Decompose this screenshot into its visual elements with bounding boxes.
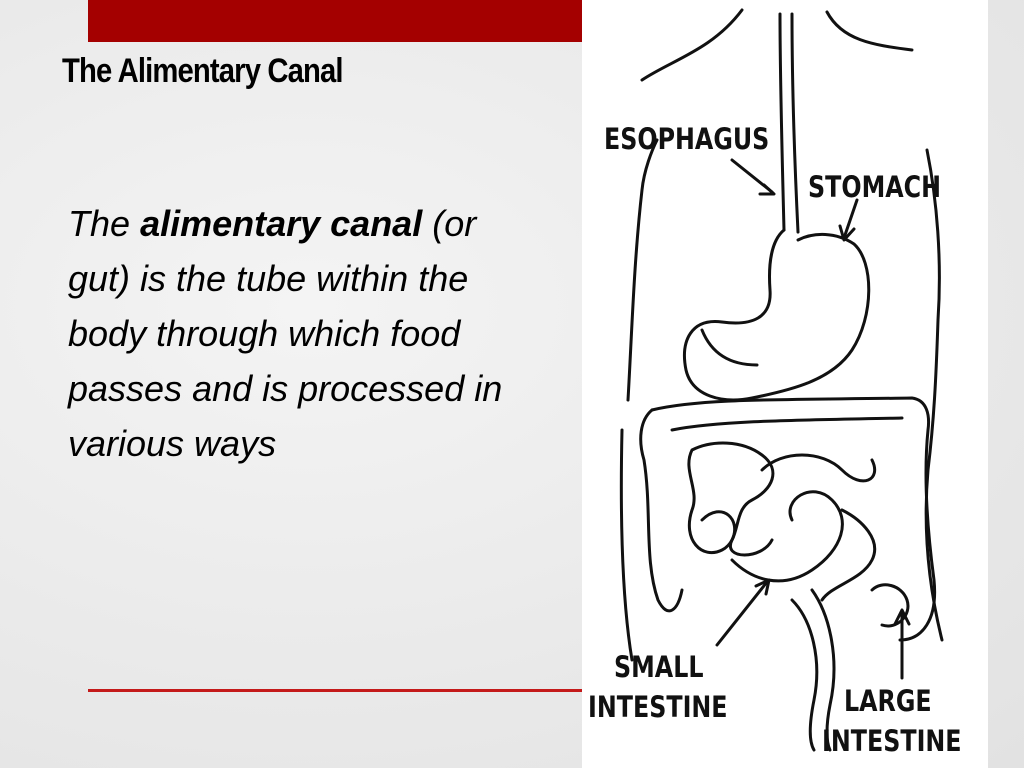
esophagus-left-wall: [778, 12, 786, 232]
label-large-intestine-line1: LARGE: [844, 684, 932, 718]
right-shoulder-line: [825, 10, 914, 52]
small-intestine-coil-5: [700, 510, 774, 557]
stomach-outline: [683, 228, 871, 402]
header-accent-bar: [88, 0, 668, 42]
slide-body-text: The alimentary canal (or gut) is the tub…: [68, 196, 538, 471]
colon-transverse-ascending: [650, 396, 937, 642]
rectum-left: [790, 598, 819, 752]
arrow-stomach: [842, 198, 859, 240]
digestive-system-illustration: ESOPHAGUS STOMACH SMALL INTESTINE LARGE …: [582, 0, 988, 768]
digestive-system-drawing: [619, 8, 944, 752]
arrow-stomach-head: [838, 224, 856, 242]
small-intestine-coil-1: [687, 441, 775, 555]
arrow-small-intestine-head: [754, 578, 771, 596]
left-torso-outline: [626, 138, 659, 402]
label-stomach: STOMACH: [808, 170, 941, 204]
label-small-intestine-line2: INTESTINE: [588, 690, 728, 724]
rectum-right: [810, 588, 836, 752]
label-esophagus: ESOPHAGUS: [604, 122, 770, 156]
left-shoulder-line: [640, 8, 744, 82]
small-intestine-coil-3: [730, 490, 844, 583]
left-hip-outline: [619, 428, 634, 662]
arrow-small-intestine: [715, 580, 769, 647]
label-large-intestine-line2: INTESTINE: [822, 724, 962, 758]
stomach-curve: [700, 328, 759, 367]
body-lead: The: [68, 203, 131, 244]
footer-rule: [88, 689, 584, 692]
arrow-large-intestine-head: [893, 608, 911, 626]
right-torso-outline: [924, 148, 944, 642]
colon-inner-line: [670, 416, 904, 432]
label-small-intestine-line1: SMALL: [614, 650, 704, 684]
small-intestine-coil-2: [760, 453, 877, 483]
colon-descending: [639, 408, 684, 613]
body-rest: (or gut) is the tube within the body thr…: [68, 203, 503, 464]
body-bold-term: alimentary canal: [140, 203, 423, 244]
slide-title: The Alimentary Canal: [62, 52, 344, 90]
arrow-esophagus-head: [758, 183, 776, 196]
esophagus-right-wall: [790, 12, 800, 234]
small-intestine-coil-4: [820, 508, 877, 602]
